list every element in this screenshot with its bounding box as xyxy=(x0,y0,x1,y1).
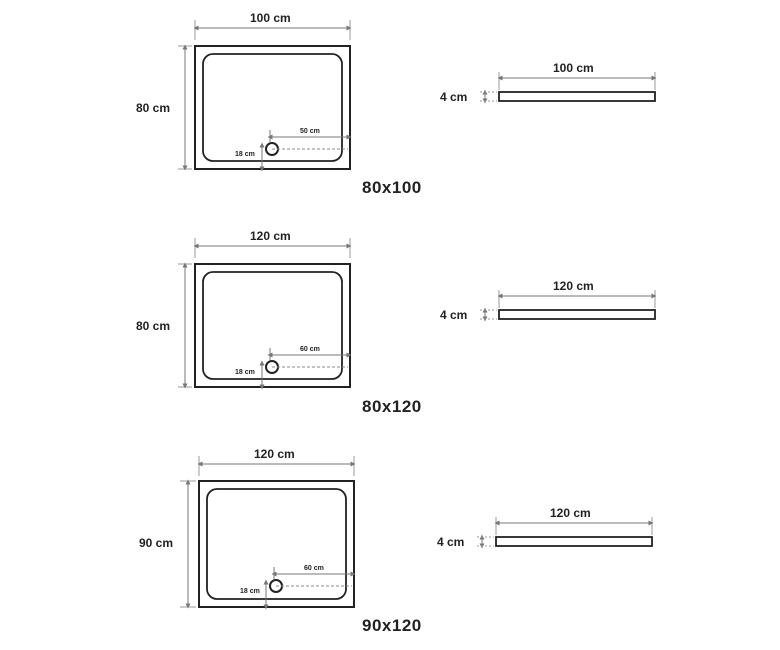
tray-1-top-view xyxy=(194,45,352,172)
tray-3-width-label: 120 cm xyxy=(254,447,295,461)
tray-1-drain-offset-label: 50 cm xyxy=(300,128,320,135)
tray-2-outer-rim xyxy=(194,263,351,388)
tray-1-title: 80x100 xyxy=(362,178,422,197)
tray-2-drain-offset-label: 60 cm xyxy=(300,346,320,353)
tray-3-side-view xyxy=(477,517,654,549)
tray-3-drain-offset-label: 60 cm xyxy=(304,565,324,572)
tray-3-title: 90x120 xyxy=(362,616,422,635)
tray-1-side-profile xyxy=(498,91,656,102)
tray-2-side-length-label: 120 cm xyxy=(553,279,594,293)
tray-3-side-height-label: 4 cm xyxy=(437,535,465,549)
tray-1-side-length-label: 100 cm xyxy=(553,61,594,75)
tray-2-title: 80x120 xyxy=(362,397,422,416)
tray-2-inner-basin xyxy=(202,271,343,380)
tray-3-inner-basin xyxy=(206,488,347,600)
tray-2-drain-edge-label: 18 cm xyxy=(235,369,255,376)
tray-1-side-height-label: 4 cm xyxy=(440,90,468,104)
tray-1-dimensions xyxy=(178,20,352,171)
tray-2-side-view xyxy=(480,290,657,322)
tray-3-dimensions xyxy=(180,456,356,609)
tray-3-depth-label: 90 cm xyxy=(139,536,174,550)
tray-2-side-profile xyxy=(498,309,656,320)
tray-2-depth-label: 80 cm xyxy=(136,319,171,333)
tray-1-depth-label: 80 cm xyxy=(136,101,171,115)
tray-3-side-length-label: 120 cm xyxy=(550,506,591,520)
tray-3-side-profile xyxy=(495,536,653,547)
tray-3-outer-rim xyxy=(198,480,355,608)
tray-1-side-view xyxy=(480,72,657,104)
tray-2-width-label: 120 cm xyxy=(250,229,291,243)
tray-3-top-view xyxy=(198,480,356,610)
tray-2-top-view xyxy=(194,263,352,390)
tray-1-outer-rim xyxy=(194,45,351,170)
tray-2-side-height-label: 4 cm xyxy=(440,308,468,322)
tray-3-drain-edge-label: 18 cm xyxy=(240,588,260,595)
tray-1-drain-edge-label: 18 cm xyxy=(235,151,255,158)
tray-1-inner-basin xyxy=(202,53,343,162)
tray-2-dimensions xyxy=(178,238,352,389)
tray-1-width-label: 100 cm xyxy=(250,11,291,25)
